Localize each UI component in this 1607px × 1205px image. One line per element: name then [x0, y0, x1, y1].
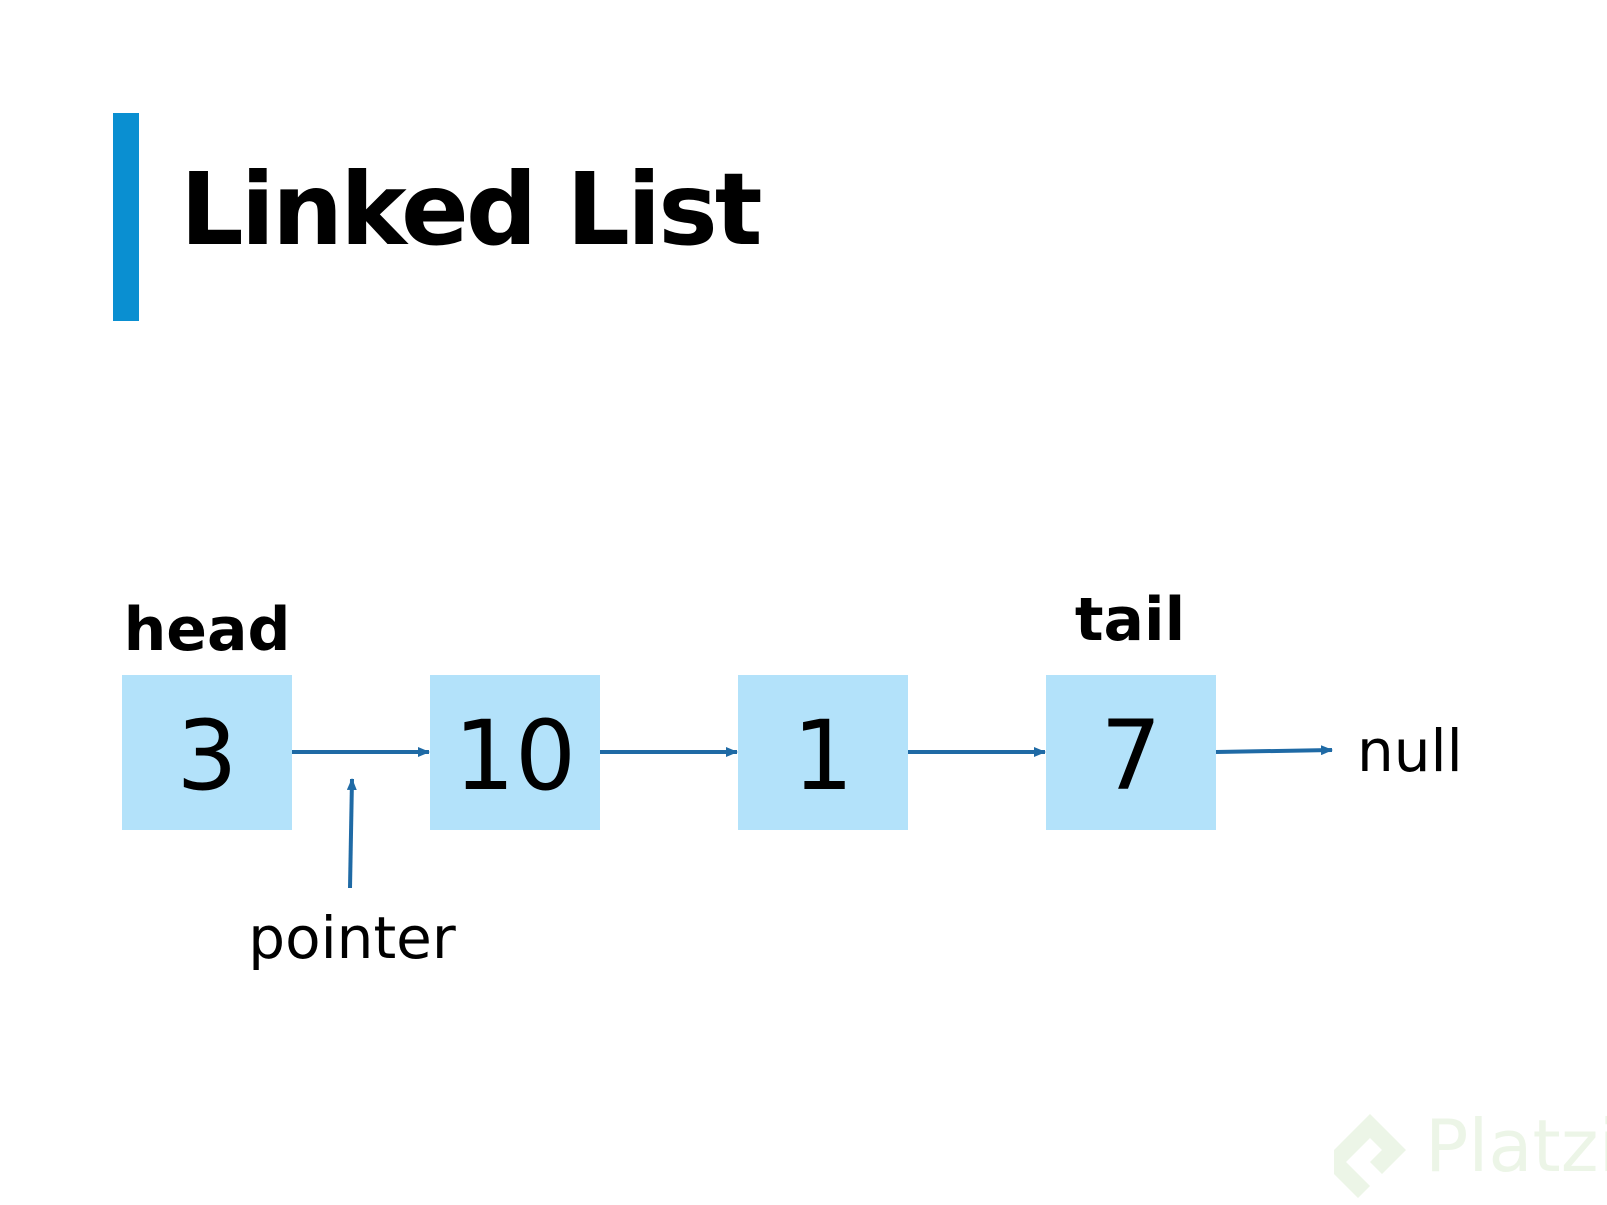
page-title: Linked List: [180, 151, 763, 268]
title-accent-bar: [113, 113, 139, 321]
node-value: 1: [792, 700, 853, 812]
pointer-label: pointer: [248, 904, 456, 972]
node-value: 3: [176, 700, 237, 812]
tail-label: tail: [1075, 585, 1185, 655]
node-box: [430, 675, 600, 830]
list-node: 3: [122, 675, 292, 830]
platzi-watermark: Platzi: [1330, 1110, 1607, 1200]
list-node: 10: [430, 675, 600, 830]
list-node: 1: [738, 675, 908, 830]
platzi-logo-icon: [1334, 1114, 1406, 1198]
node-value: 10: [454, 700, 576, 812]
head-label: head: [124, 595, 291, 665]
pointer-arrow: [346, 778, 357, 889]
list-node: 7: [1046, 675, 1216, 830]
node-box: [738, 675, 908, 830]
node-value: 7: [1100, 700, 1161, 812]
node-box: [1046, 675, 1216, 830]
node-box: [122, 675, 292, 830]
null-label: null: [1357, 717, 1463, 785]
watermark-text: Platzi: [1425, 1104, 1607, 1188]
null-arrow: [1215, 745, 1333, 756]
